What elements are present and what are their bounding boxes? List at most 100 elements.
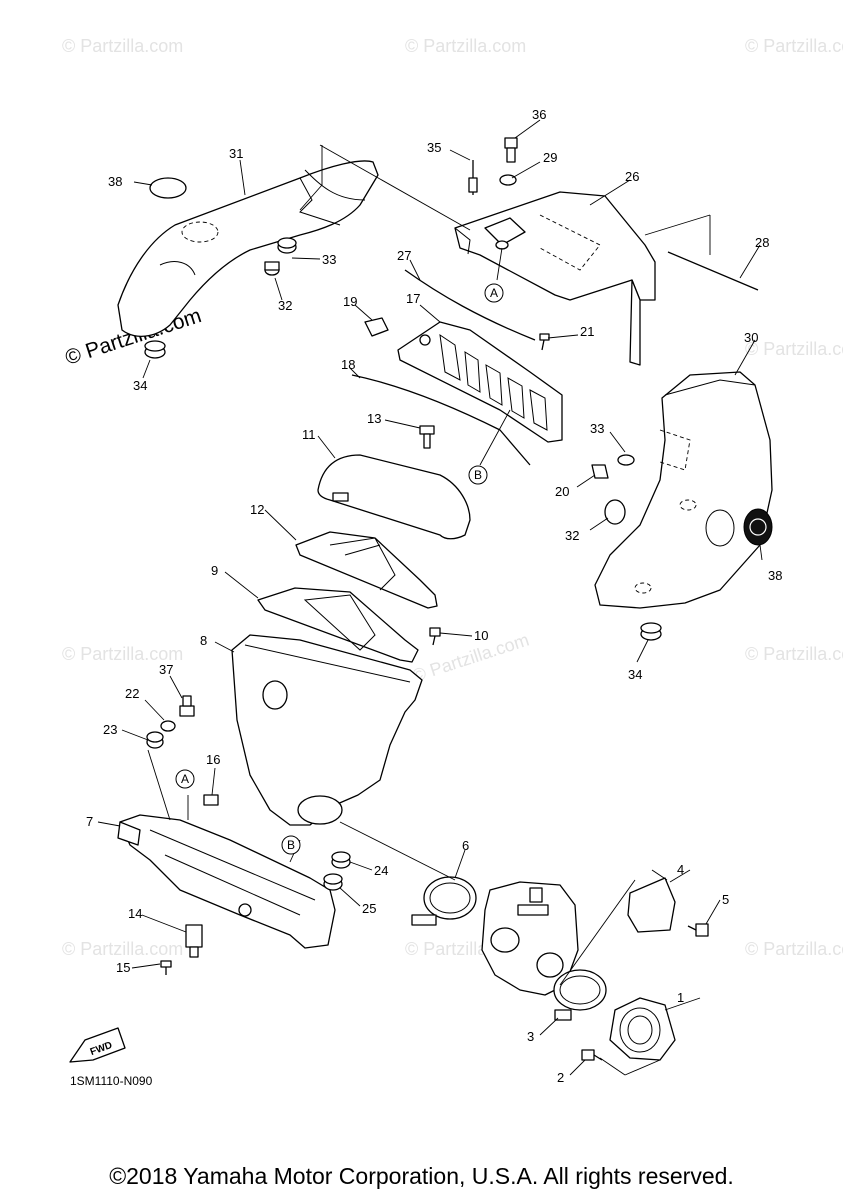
watermark: © Partzilla.com: [62, 939, 183, 959]
part-34-grommet: [144, 340, 166, 359]
part-27-band: [404, 269, 536, 341]
reference-marker-b: B: [468, 465, 488, 485]
callout-25: 25: [362, 901, 376, 916]
part-19-clip: [364, 317, 389, 337]
fwd-arrow: FWD: [69, 1027, 126, 1063]
throttle-body: [481, 881, 579, 996]
callout-33-right: 33: [590, 421, 604, 436]
part-31-left-cover: [117, 160, 379, 337]
part-34-grommet-right: [640, 622, 662, 641]
callout-29: 29: [543, 150, 557, 165]
callout-38-right: 38: [768, 568, 782, 583]
callout-34: 34: [133, 378, 147, 393]
part-14-sensor: [185, 924, 203, 958]
part-23-grommet: [146, 731, 164, 749]
part-33-grommet-right: [617, 454, 635, 466]
callout-36: 36: [532, 107, 546, 122]
watermark: © Partzilla.com: [745, 36, 843, 56]
part-32-grommet: [264, 261, 280, 276]
part-16-nut: [203, 794, 219, 806]
part-9-filter-frame: [257, 587, 419, 663]
callout-32-right: 32: [565, 528, 579, 543]
watermark: © Partzilla.com: [745, 644, 843, 664]
callout-16: 16: [206, 752, 220, 767]
part-26-top-bracket: [454, 191, 656, 366]
callout-7: 7: [86, 814, 93, 829]
callout-31: 31: [229, 146, 243, 161]
part-29-washer: [499, 174, 517, 186]
callout-21: 21: [580, 324, 594, 339]
part-33-grommet: [277, 237, 297, 254]
watermark: © Partzilla.com: [745, 939, 843, 959]
callout-22: 22: [125, 686, 139, 701]
part-1-joint: [609, 997, 676, 1061]
callout-11: 11: [302, 427, 316, 442]
copyright-notice: ©2018 Yamaha Motor Corporation, U.S.A. A…: [109, 1163, 734, 1189]
callout-9: 9: [211, 563, 218, 578]
part-7-lower-case: [117, 814, 336, 949]
part-12-filter-element: [295, 531, 438, 609]
part-3-clamp: [553, 969, 607, 1021]
reference-marker-b: B: [281, 835, 301, 855]
part-10-screw: [429, 627, 441, 646]
reference-marker-a: A: [484, 283, 504, 303]
part-6-clamp: [411, 876, 477, 926]
callout-8: 8: [200, 633, 207, 648]
callout-32: 32: [278, 298, 292, 313]
part-24-grommet: [331, 851, 351, 869]
callout-23: 23: [103, 722, 117, 737]
part-13-bolt: [419, 425, 435, 449]
watermark: © Partzilla.com: [405, 36, 526, 56]
reference-marker-a: A: [175, 769, 195, 789]
watermark: © Partzilla.com: [62, 644, 183, 664]
svg-text:A: A: [181, 772, 189, 786]
callout-3: 3: [527, 1029, 534, 1044]
part-2-screw: [581, 1049, 603, 1061]
part-36-bolt: [504, 137, 518, 163]
callout-10: 10: [474, 628, 488, 643]
callout-38: 38: [108, 174, 122, 189]
callout-19: 19: [343, 294, 357, 309]
part-28-rod: [667, 251, 759, 291]
part-8-air-box: [231, 634, 423, 826]
callout-4: 4: [677, 862, 684, 877]
parts-diagram: © Partzilla.com © Partzilla.com © Partzi…: [62, 36, 843, 1088]
callout-28: 28: [755, 235, 769, 250]
part-11-filter-cover: [317, 454, 471, 540]
part-4-cover: [627, 869, 676, 933]
part-22-collar: [160, 720, 176, 732]
callout-20: 20: [555, 484, 569, 499]
callout-33: 33: [322, 252, 336, 267]
part-30-right-cover: [594, 371, 773, 609]
callout-37: 37: [159, 662, 173, 677]
part-32-grommet-right: [604, 499, 626, 525]
callout-14: 14: [128, 906, 142, 921]
callout-26: 26: [625, 169, 639, 184]
part-17-grille: [397, 321, 563, 443]
callout-34-right: 34: [628, 667, 642, 682]
part-21-screw: [539, 333, 550, 351]
part-15-screw: [160, 960, 172, 975]
part-5-bolt: [687, 923, 709, 937]
callout-2: 2: [557, 1070, 564, 1085]
callout-24: 24: [374, 863, 388, 878]
callout-35: 35: [427, 140, 441, 155]
callout-17: 17: [406, 291, 420, 306]
part-35-rivet: [468, 160, 478, 195]
part-38-emblem-right: [743, 508, 773, 546]
watermark: © Partzilla.com: [410, 629, 532, 686]
svg-text:B: B: [474, 468, 482, 482]
part-20-fastener: [591, 464, 609, 479]
watermark: © Partzilla.com: [745, 339, 843, 359]
callout-5: 5: [722, 892, 729, 907]
leader-lines: [97, 119, 763, 1076]
part-37-bolt: [179, 695, 195, 717]
callout-1: 1: [677, 990, 684, 1005]
callout-12: 12: [250, 502, 264, 517]
part-25-grommet: [323, 873, 343, 891]
callout-18: 18: [341, 357, 355, 372]
svg-text:B: B: [287, 838, 295, 852]
callout-30: 30: [744, 330, 758, 345]
diagram-code: 1SM1110-N090: [70, 1074, 153, 1088]
part-18-band: [351, 374, 531, 466]
